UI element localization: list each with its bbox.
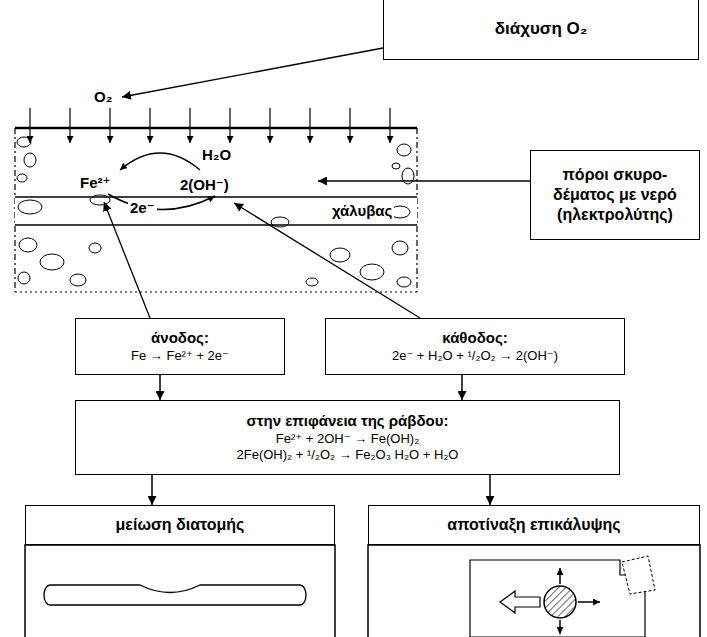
expansion-arrow	[578, 601, 600, 603]
box-text: Fe²⁺ + 2OH⁻ → Fe(OH)₂	[276, 431, 419, 447]
ion-label: 2(OH⁻)	[178, 176, 231, 193]
ion-arc	[120, 153, 200, 170]
box-heading: κάθοδος:	[442, 329, 507, 348]
diffusion-box: διάχυση O₂	[383, 0, 699, 60]
aggregates	[17, 137, 414, 287]
flow-arrow	[159, 375, 161, 400]
pore-box: πόροι σκυρο- δέματος με νερό (ηλεκτρολύτ…	[530, 150, 700, 240]
part-name: χάλυβας	[330, 202, 394, 219]
flow-arrow	[461, 375, 463, 400]
box-heading: διάχυση O₂	[495, 18, 588, 39]
picture-box	[25, 545, 335, 637]
electron-arc	[108, 194, 215, 210]
anode-box: άνοδος:Fe → Fe²⁺ + 2e⁻	[75, 318, 285, 375]
diffusion-arrow	[349, 108, 350, 143]
box-heading: στην επιφάνεια της ράβδου:	[247, 412, 449, 431]
result-box: αποτίναξη επικάλυψης	[368, 505, 700, 545]
diffusion-arrow	[309, 108, 310, 143]
box-text: Fe → Fe²⁺ + 2e⁻	[131, 348, 229, 364]
electron-label: 2e⁻	[128, 199, 157, 216]
diffusion-arrow	[389, 108, 390, 143]
spalled-piece	[622, 556, 655, 594]
picture-box	[368, 545, 700, 637]
expansion-arrow	[559, 620, 561, 634]
diffusion-arrow	[109, 108, 110, 143]
gas-label: O₂	[92, 88, 114, 105]
steel-bar	[15, 197, 417, 225]
diffusion-arrow	[69, 108, 70, 143]
leader-arrow	[318, 180, 530, 181]
box-text: 2e⁻ + H₂O + ¹/₂O₂ → 2(OH⁻)	[392, 348, 558, 364]
concrete-surface	[15, 127, 417, 130]
steel-bar-edge	[15, 196, 417, 198]
diffusion-arrow	[149, 108, 150, 143]
diffusion-arrow	[189, 108, 190, 143]
cathode-box: κάθοδος:2e⁻ + H₂O + ¹/₂O₂ → 2(OH⁻)	[325, 318, 625, 375]
leader-arrow	[234, 203, 420, 318]
box-text: 2Fe(OH)₂ + ¹/₂O₂ → Fe₂O₃ H₂O + H₂O	[237, 447, 459, 463]
box-heading: πόροι σκυρο- δέματος με νερό (ηλεκτρολύτ…	[537, 165, 693, 225]
rebar-section	[544, 586, 576, 618]
reaction-box: στην επιφάνεια της ράβδου:Fe²⁺ + 2OH⁻ → …	[75, 400, 620, 475]
expansion-arrow	[559, 568, 561, 584]
leader-arrow	[122, 48, 383, 97]
diffusion-arrows	[30, 108, 390, 143]
diffusion-arrow	[29, 108, 30, 143]
diffusion-arrow	[229, 108, 230, 143]
box-heading: αποτίναξη επικάλυψης	[447, 515, 620, 535]
box-heading: άνοδος:	[151, 329, 209, 348]
result-box: μείωση διατομής	[25, 505, 335, 545]
box-heading: μείωση διατομής	[116, 515, 245, 535]
flow-arrow	[151, 475, 153, 505]
reduced-bar	[44, 585, 306, 605]
cut-line	[15, 292, 417, 293]
diffusion-arrow	[269, 108, 270, 143]
steel-bar-edge	[15, 224, 417, 226]
water-label: H₂O	[200, 146, 233, 163]
ion-label: Fe²⁺	[78, 174, 112, 191]
concrete-section	[470, 560, 645, 637]
expansion-arrow	[500, 591, 540, 613]
leader-arrow	[104, 202, 150, 318]
flow-arrow	[489, 475, 491, 505]
